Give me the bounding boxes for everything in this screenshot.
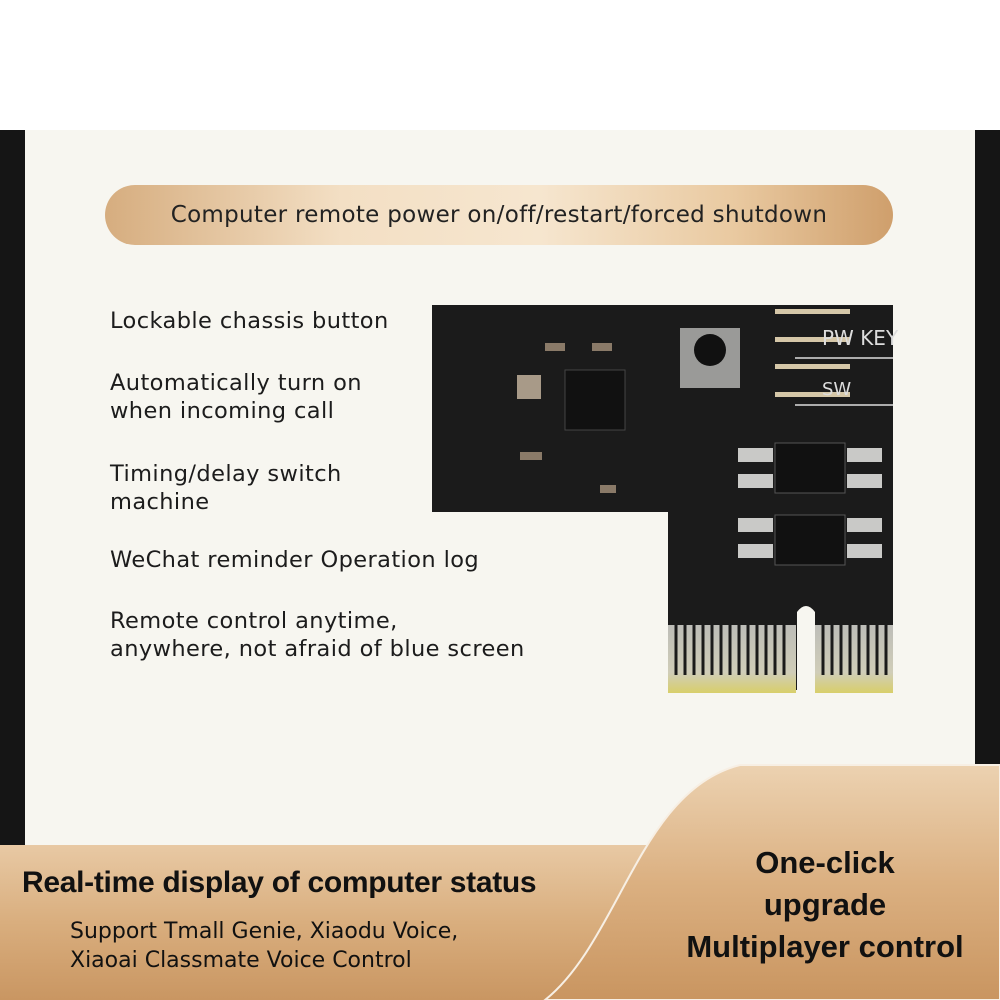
feature-line: WeChat reminder Operation log: [110, 547, 480, 573]
feature-line: when incoming call: [110, 398, 335, 424]
status-title: Real-time display of computer status: [22, 866, 537, 899]
feature-line: Remote control anytime,: [110, 608, 398, 634]
right-line: One-click: [755, 845, 895, 880]
silkscreen-pw-key: PW KEY: [822, 326, 899, 350]
subtitle-line: Xiaoai Classmate Voice Control: [70, 948, 412, 973]
right-dark-bar: [975, 130, 1000, 845]
gold-fingers-left: [668, 625, 796, 693]
feature-timing: Timing/delay switch machine: [110, 460, 342, 516]
upgrade-text: One-click upgrade Multiplayer control: [655, 842, 995, 968]
feature-line: Automatically turn on: [110, 370, 362, 396]
top-whitespace: [0, 0, 1000, 130]
relay-1: [774, 442, 846, 494]
feature-lockable-button: Lockable chassis button: [110, 307, 389, 335]
feature-auto-on: Automatically turn on when incoming call: [110, 369, 362, 425]
feature-line: Lockable chassis button: [110, 308, 389, 334]
feature-line: machine: [110, 489, 210, 515]
pcb-board: [432, 305, 893, 690]
feature-line: Timing/delay switch: [110, 461, 342, 487]
silkscreen-sw: SW: [822, 379, 851, 400]
left-dark-bar: [0, 130, 25, 845]
header-pins: [775, 309, 850, 397]
gold-fingers-right: [815, 625, 893, 693]
relay-2: [774, 514, 846, 566]
crystal: [517, 375, 541, 399]
voice-support-text: Support Tmall Genie, Xiaodu Voice, Xiaoa…: [70, 917, 458, 975]
microcontroller-chip: [564, 369, 626, 431]
feature-wechat: WeChat reminder Operation log: [110, 546, 479, 574]
feature-line: anywhere, not afraid of blue screen: [110, 636, 525, 662]
headline-pill: Computer remote power on/off/restart/for…: [105, 185, 893, 245]
right-line: upgrade: [763, 887, 887, 922]
subtitle-line: Support Tmall Genie, Xiaodu Voice,: [70, 919, 459, 944]
headline-text: Computer remote power on/off/restart/for…: [170, 202, 828, 228]
right-line: Multiplayer control: [686, 929, 964, 964]
feature-remote: Remote control anytime, anywhere, not af…: [110, 607, 525, 663]
tact-switch-button: [694, 334, 726, 366]
